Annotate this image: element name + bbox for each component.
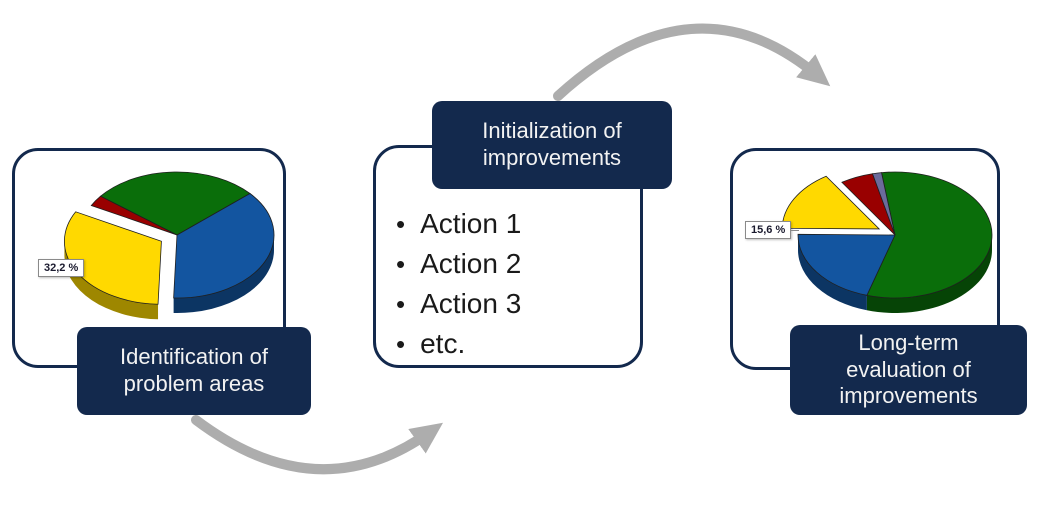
list-item: • Action 3 — [396, 284, 521, 324]
panel-identification: 32,2 % — [12, 148, 286, 368]
arrow-step2-to-step3 — [553, 23, 831, 101]
banner-text: Long-term evaluation of improvements — [839, 329, 978, 409]
banner-initialization: Initialization of improvements — [432, 101, 672, 189]
pie-chart-evaluation — [781, 171, 993, 313]
list-item: • Action 1 — [396, 204, 521, 244]
action-list: • Action 1 • Action 2 • Action 3 • etc. — [396, 204, 521, 364]
green-slice-side — [866, 235, 992, 313]
pie-callout-label: 15,6 % — [745, 221, 800, 239]
blue-slice — [797, 233, 896, 296]
banner-evaluation: Long-term evaluation of improvements — [790, 325, 1027, 415]
blue-slice-side — [798, 235, 867, 311]
list-item: • Action 2 — [396, 244, 521, 284]
slate-slice — [871, 172, 896, 236]
panel-evaluation: 15,6 % — [730, 148, 1000, 370]
bullet-icon: • — [396, 329, 406, 359]
bullet-icon: • — [396, 289, 406, 319]
action-label: Action 2 — [420, 248, 522, 279]
action-label: Action 1 — [420, 208, 522, 239]
yellow-slice-side — [64, 241, 159, 320]
action-label: etc. — [420, 328, 466, 359]
pie-chart-problem-areas — [64, 171, 275, 320]
green-slice — [866, 171, 993, 299]
callout-text: 32,2 % — [44, 262, 79, 274]
pie-callout-label: 32,2 % — [38, 259, 85, 277]
blue-slice — [173, 193, 275, 299]
banner-identification: Identification of problem areas — [77, 327, 311, 415]
arrow-step1-to-step2 — [191, 415, 444, 475]
banner-text: Identification of problem areas — [120, 344, 268, 396]
action-label: Action 3 — [420, 288, 522, 319]
banner-text: Initialization of improvements — [482, 118, 622, 170]
list-item: • etc. — [396, 324, 521, 364]
red-slice — [90, 195, 178, 236]
green-slice — [99, 171, 251, 236]
callout-text: 15,6 % — [751, 224, 786, 236]
blue-slice-side — [173, 235, 274, 313]
callout-leader-line — [790, 230, 800, 231]
bullet-icon: • — [396, 249, 406, 279]
bullet-icon: • — [396, 209, 406, 239]
